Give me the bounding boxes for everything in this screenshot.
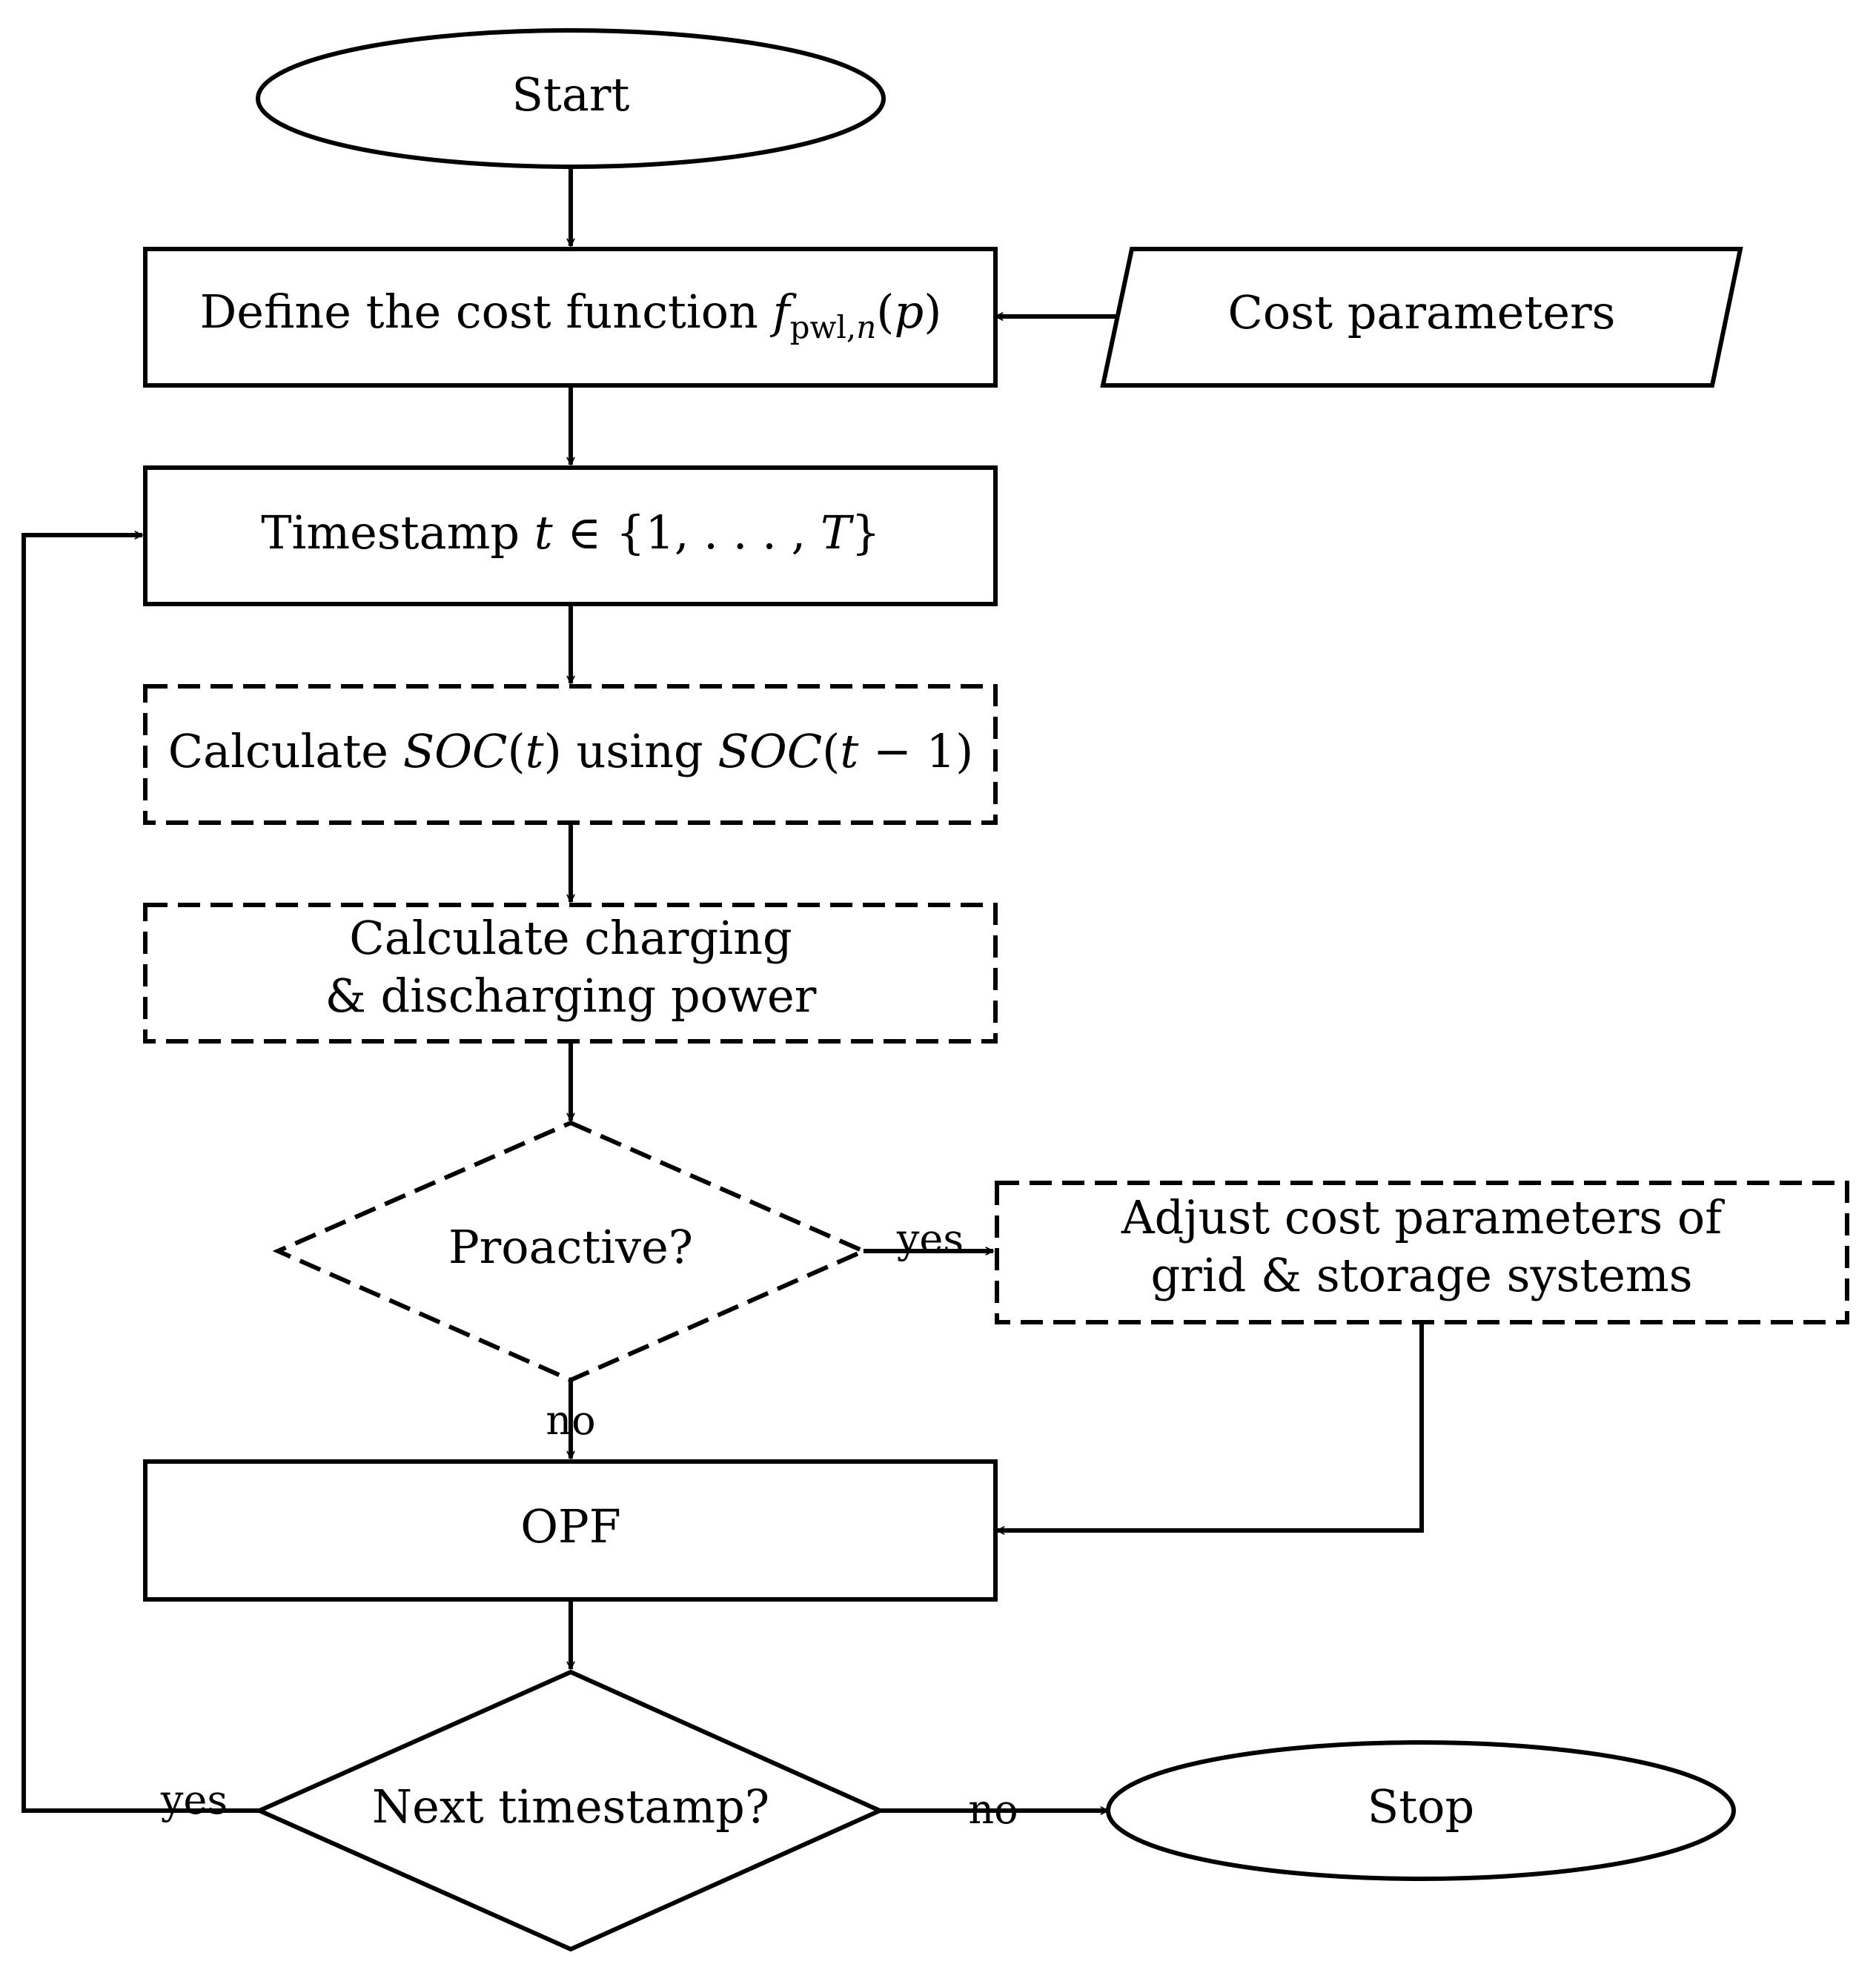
edge-next-yes-loop [21,531,259,1813]
calc-soc-t2: t [840,724,858,778]
start-terminal [256,28,886,169]
stop-label: Stop [1368,1779,1474,1834]
edges [21,167,1424,1815]
calc-soc-minus: − 1) [858,724,973,778]
opf-box [143,1459,998,1602]
edge-adjust-to-opf [996,1322,1424,1535]
calc-soc-label: Calculate SOC(t) using SOC(t − 1) [168,724,974,778]
calc-soc-soc1: SOC [403,724,508,778]
cost-parameters-label: Cost parameters [1227,285,1615,339]
define-cost-paren-close: ) [924,285,941,339]
adjust-line1: Adjust cost parameters of [1121,1190,1725,1244]
edge-label-proactive-yes: yes [896,1215,964,1262]
define-cost-text: Define the cost function [200,285,773,339]
start-label: Start [512,67,630,122]
cost-parameters-input [1100,247,1743,388]
define-cost-arg: p [895,285,924,339]
timestamp-text: Timestamp [261,505,534,560]
timestamp-label: Timestamp t ∈ {1, . . . , T} [261,505,881,560]
calc-soc-box [143,684,998,825]
calc-soc-soc2: SOC [717,724,822,778]
timestamp-set-close: } [851,505,880,560]
calc-soc-p1o: ( [507,724,525,778]
proactive-decision [272,1120,869,1383]
calc-soc-p1c: ) [544,724,562,778]
calc-soc-t1: t [526,724,544,778]
define-cost-sub-b: n [856,309,876,345]
calc-soc-p2o: ( [822,724,840,778]
define-cost-box [143,247,998,388]
adjust-cost-box [995,1181,1849,1324]
edge-label-next-no: no [968,1786,1018,1833]
timestamp-box [143,465,998,606]
proactive-label: Proactive? [448,1220,693,1274]
calc-power-line2: & discharging power [325,969,817,1023]
nodes [143,28,1849,1952]
next-timestamp-decision [253,1669,886,1952]
adjust-line2: grid & storage systems [1150,1248,1692,1302]
calc-power-box [143,903,998,1044]
timestamp-var: t [534,505,553,560]
calc-soc-text2: using [562,724,718,778]
edge-label-next-yes: yes [160,1777,228,1823]
calc-soc-text1: Calculate [168,724,403,778]
next-timestamp-label: Next timestamp? [372,1779,769,1834]
timestamp-in: ∈ [553,505,616,560]
stop-terminal [1106,1740,1736,1881]
opf-label: OPF [520,1499,621,1553]
define-cost-label: Define the cost function fpwl,n(p) [200,285,942,345]
define-cost-paren-open: ( [876,285,894,339]
edge-label-proactive-no: no [546,1397,595,1444]
calc-power-line1: Calculate charging [349,911,792,965]
timestamp-set-var: T [821,505,855,560]
timestamp-set-open: {1, . . . , [616,505,821,560]
define-cost-sub-a: pwl, [790,309,857,345]
